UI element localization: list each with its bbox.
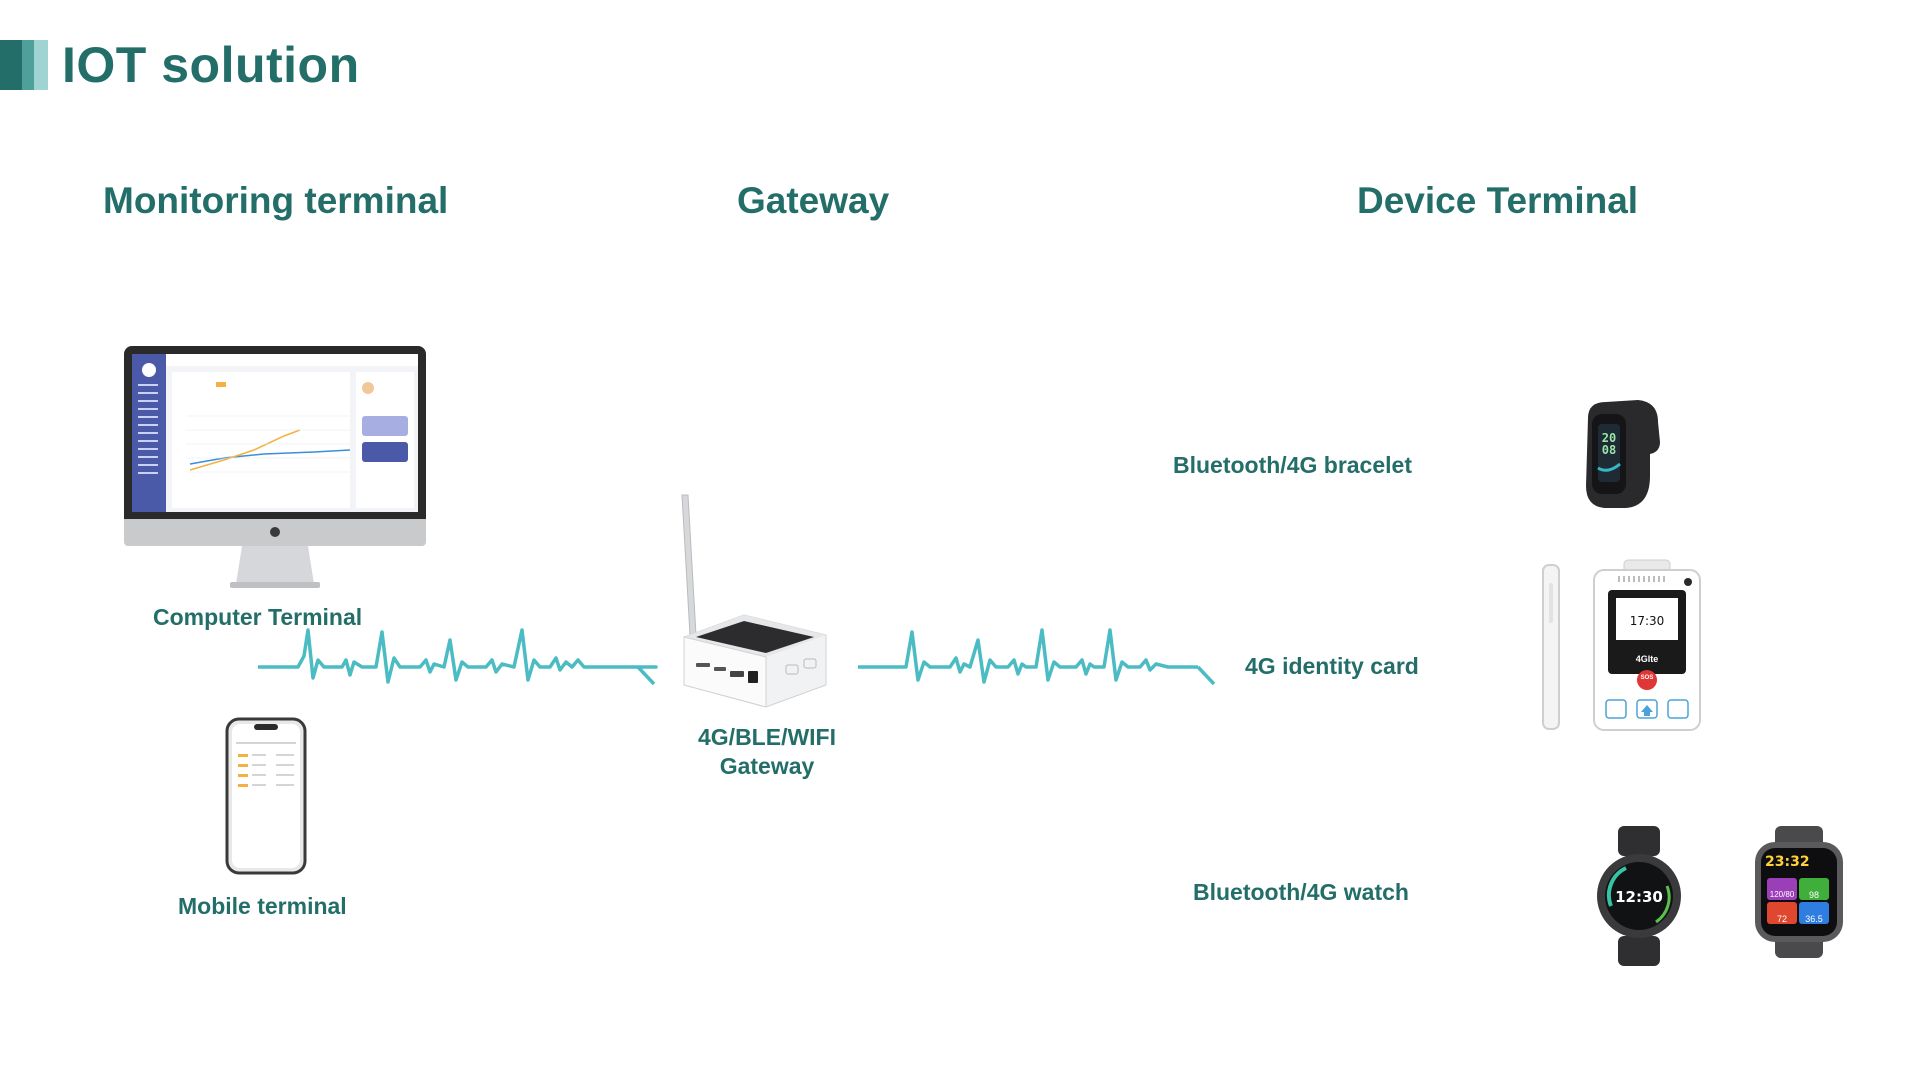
column-header-device: Device Terminal bbox=[1357, 180, 1639, 221]
round-watch-image: 12:30 bbox=[1596, 826, 1682, 966]
bracelet-label: Bluetooth/4G bracelet bbox=[1173, 452, 1412, 478]
square-watch-time: 23:32 bbox=[1765, 854, 1810, 870]
computer-terminal-label: Computer Terminal bbox=[153, 604, 363, 630]
identity-card-screen-time: 17:30 bbox=[1629, 614, 1665, 628]
bracelet-screen-line2: 08 bbox=[1601, 443, 1617, 457]
gateway-device-image bbox=[676, 494, 836, 710]
identity-card-side-image bbox=[1541, 563, 1561, 731]
bracelet-screen-line1: 20 bbox=[1601, 431, 1617, 445]
column-header-monitoring: Monitoring terminal bbox=[103, 180, 449, 221]
square-watch-tile-bt: 36.5 bbox=[1805, 914, 1823, 924]
signal-wave-left bbox=[258, 628, 658, 686]
computer-terminal-image bbox=[124, 346, 426, 591]
identity-card-sos: SOS bbox=[1640, 675, 1654, 681]
bracelet-image: 20 08 bbox=[1578, 398, 1662, 510]
column-header-gateway: Gateway bbox=[737, 180, 890, 221]
signal-wave-right bbox=[858, 628, 1216, 686]
square-watch-tile-pr: 72 bbox=[1776, 914, 1787, 924]
gateway-label: 4G/BLE/WIFI Gateway bbox=[660, 724, 874, 780]
round-watch-time: 12:30 bbox=[1615, 888, 1663, 906]
identity-card-label: 4G identity card bbox=[1245, 653, 1419, 679]
gateway-label-line2: Gateway bbox=[719, 753, 815, 779]
gateway-label-line1: 4G/BLE/WIFI bbox=[698, 724, 836, 750]
identity-card-image: 17:30 4Glte SOS bbox=[1592, 559, 1702, 732]
mobile-terminal-label: Mobile terminal bbox=[178, 893, 347, 919]
watch-label: Bluetooth/4G watch bbox=[1193, 879, 1409, 905]
brand-bars-icon bbox=[0, 40, 48, 90]
square-watch-tile-spo2: 98 bbox=[1808, 890, 1819, 900]
square-watch-tile-bp: 120/80 bbox=[1769, 890, 1795, 899]
identity-card-brand: 4Glte bbox=[1635, 654, 1659, 664]
square-watch-image: 23:32 120/80 98 72 36.5 bbox=[1753, 826, 1845, 958]
page-title: IOT solution bbox=[62, 37, 360, 93]
mobile-terminal-image bbox=[225, 717, 307, 875]
